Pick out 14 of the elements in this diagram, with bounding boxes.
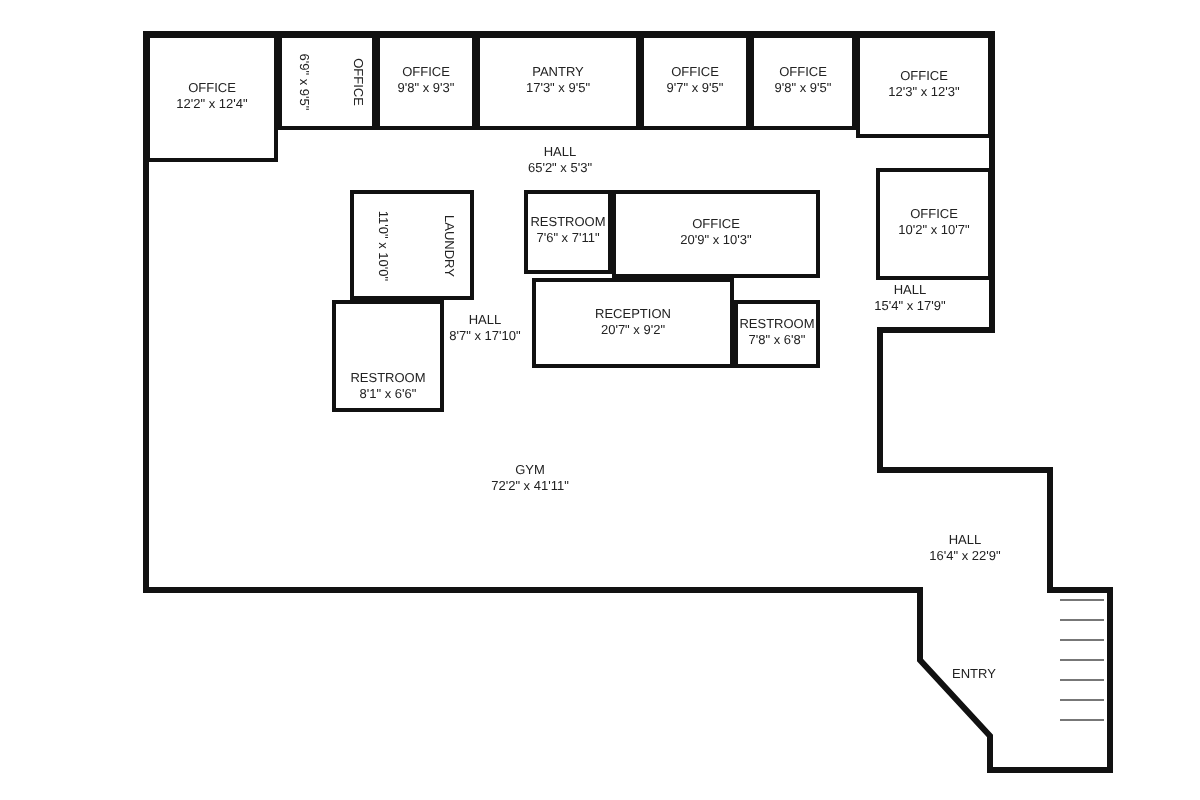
room-outline <box>856 34 992 138</box>
room-outline <box>532 278 734 368</box>
room-outline <box>734 300 820 368</box>
room-outline <box>876 168 992 280</box>
room-outline <box>476 34 640 130</box>
room-outline <box>350 190 474 300</box>
room-outline <box>278 34 376 130</box>
room-outline <box>146 34 278 162</box>
room-outline <box>332 300 444 412</box>
room-outline <box>524 190 612 274</box>
room-outline <box>376 34 476 130</box>
room-outline <box>750 34 856 130</box>
room-outline <box>640 34 750 130</box>
room-outline <box>612 190 820 278</box>
